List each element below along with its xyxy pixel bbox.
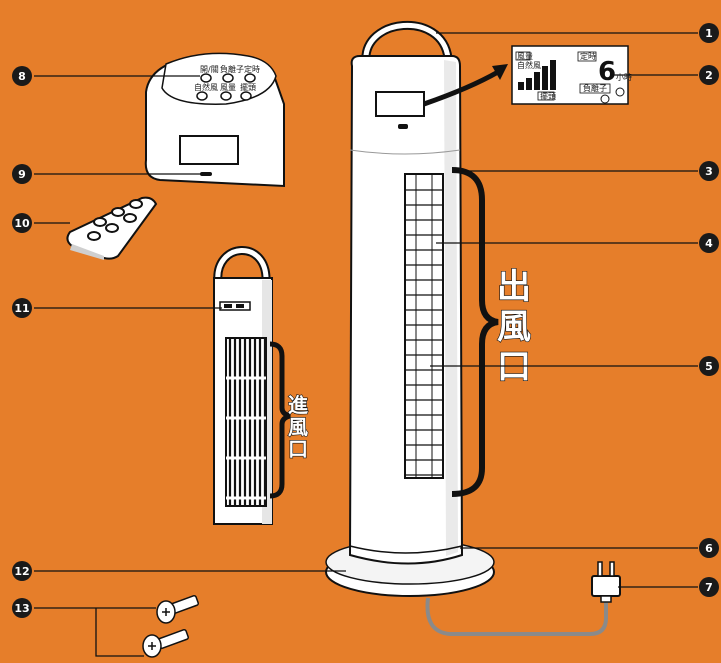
remote-button[interactable] [106,224,118,232]
callout-11: 11 [12,298,32,318]
panel-button[interactable] [197,92,207,100]
callout-10: 10 [12,213,32,233]
callout-7: 7 [699,577,719,597]
svg-text:12: 12 [14,565,29,578]
outlet-char-3: 口 [497,347,531,387]
svg-text:1: 1 [705,27,713,40]
panel-button[interactable] [223,74,233,82]
plug-icon [592,562,620,602]
callout-6: 6 [699,538,719,558]
callout-9: 9 [12,164,32,184]
screw-icon [143,629,189,657]
callout-1: 1 [699,23,719,43]
callout-13: 13 [12,598,32,618]
callout-12: 12 [12,561,32,581]
svg-text:5: 5 [705,360,713,373]
tower-fan [326,25,494,596]
panel-display-window [180,136,238,164]
inlet-char-3: 口 [288,437,308,461]
svg-text:4: 4 [705,237,713,250]
remote-button[interactable] [124,214,136,222]
lcd-mode-tag: 風量 [517,52,533,61]
svg-text:11: 11 [14,302,29,315]
callout-3: 3 [699,161,719,181]
panel-label-power: 開/關 [200,65,219,74]
panel-button[interactable] [201,74,211,82]
panel-button[interactable] [221,92,231,100]
panel-button[interactable] [241,92,251,100]
svg-text:6: 6 [705,542,713,555]
callout-8: 8 [12,66,32,86]
remote-button[interactable] [130,200,142,208]
remote-control [67,198,156,260]
svg-text:8: 8 [18,70,26,83]
inlet-char-2: 風 [288,415,308,439]
panel-label-anion: 負離子 [220,64,244,74]
callout-4: 4 [699,233,719,253]
svg-text:9: 9 [18,168,26,181]
display-window [376,92,424,116]
remote-button[interactable] [112,208,124,216]
lcd-natural-tag: 自然風 [517,60,541,70]
callout-5: 5 [699,356,719,376]
outlet-char-1: 出 [497,267,531,307]
screw-icon [157,595,199,623]
lcd-anion-tag: 負離子 [583,83,607,93]
control-panel: 開/關 負離子 定時 自然風 風量 擺頭 [146,53,284,186]
callout-2: 2 [699,65,719,85]
svg-text:3: 3 [705,165,713,178]
inlet-grille [226,338,266,506]
lcd-swing-tag: 擺頭 [540,91,556,101]
svg-text:13: 13 [14,602,29,615]
svg-text:2: 2 [705,69,713,82]
remote-button[interactable] [94,218,106,226]
panel-label-natural: 自然風 [194,82,218,92]
inlet-label: 進 風 口 [288,393,308,461]
rear-view-fan [214,250,272,524]
power-cord [427,596,606,634]
inlet-char-1: 進 [288,393,308,417]
outlet-grille [405,174,443,478]
lcd-timer-tag: 定時 [580,51,596,61]
remote-button[interactable] [88,232,100,240]
panel-label-timer: 定時 [244,64,260,74]
outlet-char-2: 風 [497,307,531,347]
outlet-label: 出 風 口 [497,267,531,387]
svg-text:7: 7 [705,581,713,594]
panel-button[interactable] [245,74,255,82]
panel-label-swing: 擺頭 [240,82,256,92]
svg-text:10: 10 [14,217,30,230]
lcd-timer-value: 6 [598,57,616,87]
panel-label-speed: 風量 [220,83,236,92]
